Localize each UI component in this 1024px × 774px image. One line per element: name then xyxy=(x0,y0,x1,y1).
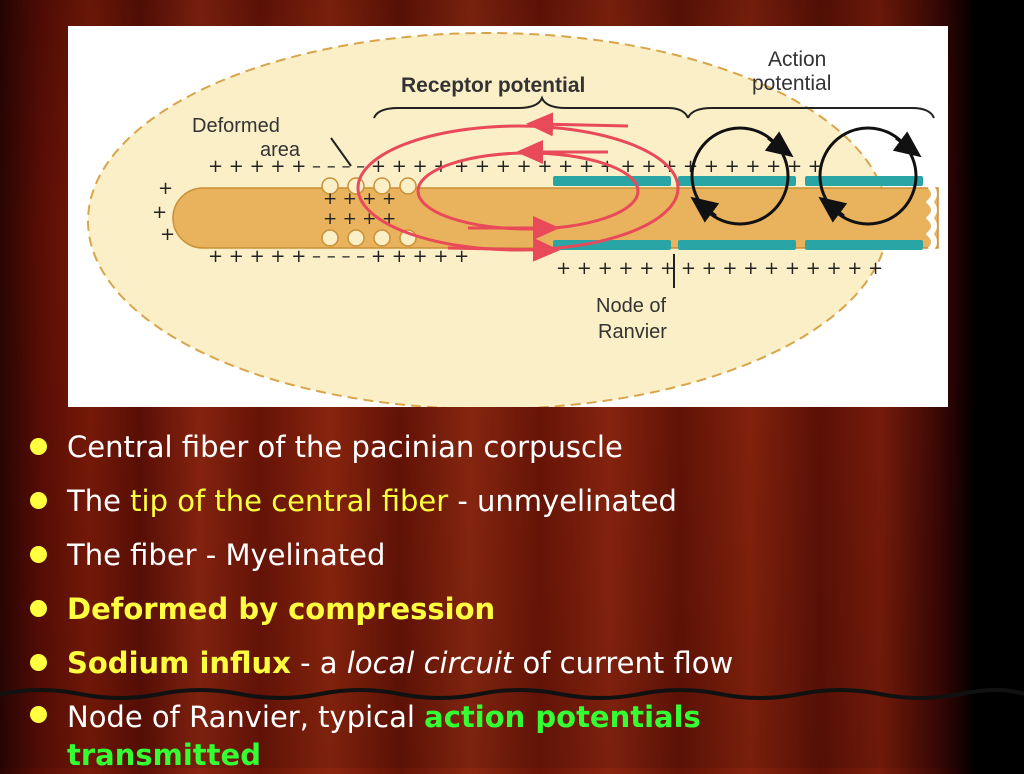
bullet-list: Central fiber of the pacinian corpuscle … xyxy=(28,420,988,774)
bullet-text-mid: - a xyxy=(290,646,347,680)
bullet-italic: local circuit xyxy=(346,646,514,680)
bullet-dot xyxy=(30,706,47,723)
curtain-hem xyxy=(0,688,1024,700)
deformed-pointer xyxy=(330,137,352,167)
bullet-item-1: Central fiber of the pacinian corpuscle xyxy=(28,420,988,474)
deformed-area-circles xyxy=(321,177,417,247)
bullet-item-6: Node of Ranvier, typical action potentia… xyxy=(28,690,988,774)
bullet-item-3: The fiber - Myelinated xyxy=(28,528,988,582)
action-bracket xyxy=(687,107,935,119)
charges-bottom-myelin: + + + + + + + + + + + + + + + + xyxy=(556,258,883,279)
bullet-item-5: Sodium influx - a local circuit of curre… xyxy=(28,636,988,690)
label-receptor-potential: Receptor potential xyxy=(401,74,585,97)
bullet-text-post: of current flow xyxy=(513,646,734,680)
label-node-line2: Ranvier xyxy=(598,321,667,343)
bullet-highlight: Deformed by compression xyxy=(67,592,496,626)
bullet-highlight-2: transmitted xyxy=(67,738,261,772)
bullet-dot xyxy=(30,492,47,509)
receptor-bracket xyxy=(373,95,689,119)
bullet-item-4: Deformed by compression xyxy=(28,582,988,636)
bullet-dot xyxy=(30,438,47,455)
label-deformed-line1: Deformed xyxy=(192,115,280,137)
bullet-dot xyxy=(30,546,47,563)
receptor-current-loops xyxy=(356,112,680,262)
bullet-dot xyxy=(30,654,47,671)
label-node-line1: Node of xyxy=(596,295,666,317)
label-deformed-line2: area xyxy=(260,139,301,161)
bullet-text-pre: Node of Ranvier, typical xyxy=(67,700,425,734)
bullet-text: Central fiber of the pacinian corpuscle xyxy=(67,430,623,464)
bullet-dot xyxy=(30,600,47,617)
bullet-text: The fiber - Myelinated xyxy=(67,538,386,572)
charges-tip-3: + xyxy=(160,224,175,245)
bullet-highlight: Sodium influx xyxy=(67,646,291,680)
charges-inside-2: + + + + xyxy=(323,209,396,229)
bullet-text-pre: The xyxy=(67,484,131,518)
charges-tip-2: + xyxy=(152,202,167,223)
bullet-item-2: The tip of the central fiber - unmyelina… xyxy=(28,474,988,528)
charges-top: + + + + + – – – – + + + + + + + + + + + … xyxy=(208,156,823,177)
fiber-cut-end xyxy=(925,183,937,253)
bullet-text-post: - unmyelinated xyxy=(448,484,677,518)
charges-bottom: + + + + + – – – – + + + + + xyxy=(208,246,469,267)
charges-tip: + xyxy=(158,178,173,199)
bullet-highlight: action potentials xyxy=(424,700,701,734)
myelin-segments xyxy=(553,176,923,250)
corpuscle-diagram: + + + + + – – – – + + + + + + + + + + + … xyxy=(87,32,939,407)
action-current-loops xyxy=(690,126,922,226)
pacinian-corpuscle-figure: + + + + + – – – – + + + + + + + + + + + … xyxy=(68,26,948,407)
label-action-line1: Action xyxy=(768,48,826,71)
label-action-line2: potential xyxy=(752,72,831,95)
bullet-highlight: tip of the central fiber xyxy=(130,484,449,518)
